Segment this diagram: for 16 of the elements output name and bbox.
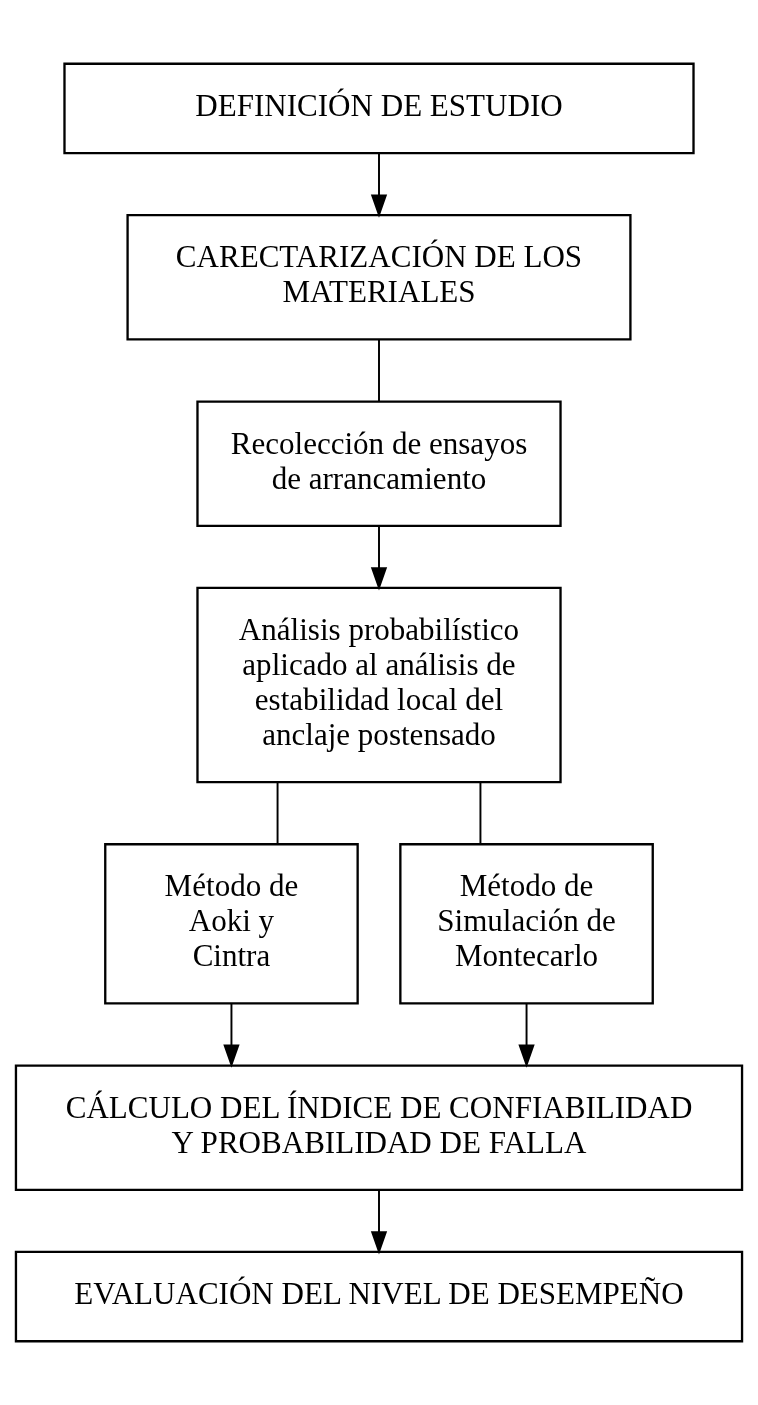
connector: [378, 338, 380, 402]
connector: [276, 781, 279, 845]
node-box: Método de Aoki y Cintra: [104, 843, 359, 1005]
connector: [479, 781, 482, 845]
node-box: CARECTARIZACIÓN DE LOS MATERIALES: [126, 214, 632, 341]
arrow: [370, 525, 388, 591]
arrow: [370, 152, 388, 218]
node-box: Análisis probabilístico aplicado al análisis de estabilidad local del anclaje postensado: [196, 586, 562, 784]
node-box: CÁLCULO DEL ÍNDICE DE CONFIABILIDAD Y PROBABILIDAD DE FALLA: [14, 1064, 744, 1191]
node-box: EVALUACIÓN DEL NIVEL DE DESEMPEÑO: [14, 1250, 744, 1343]
arrow: [223, 1002, 240, 1068]
arrow: [370, 1189, 388, 1255]
node-box: Método de Simulación de Montecarlo: [399, 843, 654, 1005]
node-box: DEFINICIÓN DE ESTUDIO: [63, 62, 695, 155]
node-box: Recolección de ensayos de arrancamiento: [196, 400, 562, 527]
arrow: [518, 1002, 535, 1068]
